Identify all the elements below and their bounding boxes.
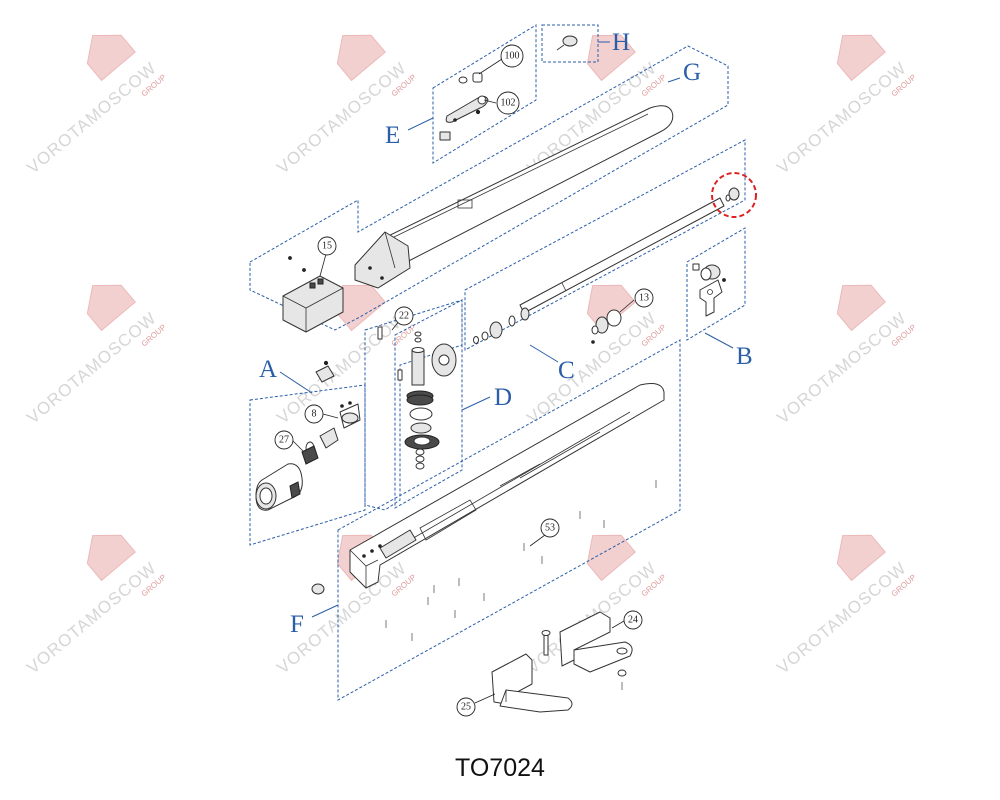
group-box-h [541,24,599,63]
callout-100-label: 100 [505,51,520,62]
callout-100: 100 [500,44,524,68]
callout-24-label: 24 [628,615,638,626]
group-label-c: C [558,357,575,384]
callout-15-label: 15 [322,241,332,252]
watermark-text: VOROTAMOSCOW [773,308,910,427]
watermark-logo-icon [836,284,886,332]
callout-22-label: 22 [399,311,409,322]
leader-e [407,117,434,131]
callout-13: 13 [634,288,654,308]
leader-a [279,371,313,394]
group-label-d: D [494,384,512,411]
group-box-c [464,139,746,351]
model-label: TO7024 [455,754,545,782]
base-screws [385,480,657,641]
group-box-d [394,299,463,509]
group-label-f: F [290,611,304,638]
callout-8-label: 8 [312,409,317,420]
leader-g [667,77,681,83]
callout-13-label: 13 [639,293,649,304]
watermark-text: VOROTAMOSCOW [23,308,160,427]
callout-53-label: 53 [545,523,555,534]
highlighted-part-ring [711,172,757,218]
group-box-g [249,45,729,331]
watermark-logo-icon [836,534,886,582]
watermark-text: VOROTAMOSCOW [273,58,410,177]
group-leaders [279,41,734,618]
callout-24: 24 [623,610,643,630]
leader-b [704,332,734,349]
callout-15: 15 [317,236,337,256]
leader-f [311,604,339,618]
watermark-text: VOROTAMOSCOW [23,558,160,677]
group-box-f [337,339,681,701]
watermark-logo-icon [586,34,636,82]
callout-27: 27 [274,430,294,450]
group-label-b: B [736,343,753,370]
callout-22: 22 [394,306,414,326]
group-label-g: G [683,59,701,86]
group-box-b [686,227,746,341]
cap-part-15 [282,253,344,333]
watermark-logo-icon [586,534,636,582]
callout-102: 102 [496,91,520,115]
watermark-logo-icon [86,284,136,332]
group-box-e [432,24,537,164]
callout-8: 8 [304,404,324,424]
motor-parts [255,360,361,511]
watermark-logo-icon [86,34,136,82]
gear-assembly-parts [377,319,457,470]
watermark-text: VOROTAMOSCOW [773,558,910,677]
group-box-a [249,384,366,546]
watermark-text: VOROTAMOSCOW [23,58,160,177]
callout-27-label: 27 [279,435,289,446]
upper-cover-part [354,105,674,289]
release-lever-parts [439,58,503,141]
watermark-logo-icon [336,34,386,82]
front-bracket-part-24 [541,611,633,690]
callout-25-label: 25 [461,702,471,713]
callout-25: 25 [456,697,476,717]
base-housing-part [311,383,665,595]
group-outlines [249,24,746,701]
leader-c [529,344,559,363]
watermark-logo-icon [86,534,136,582]
rear-bracket-parts [692,263,726,317]
callout-53: 53 [540,518,560,538]
group-box-d-outer [364,299,463,511]
group-label-a: A [259,356,277,383]
leader-d [461,396,491,411]
key-part [556,35,578,51]
watermark-logo-icon [836,34,886,82]
group-label-e: E [385,122,400,149]
group-label-h: H [612,29,630,56]
watermark-text: VOROTAMOSCOW [773,58,910,177]
rear-bracket-part-25 [474,653,573,713]
screw-shaft-part [473,187,740,344]
callout-102-label: 102 [501,98,516,109]
